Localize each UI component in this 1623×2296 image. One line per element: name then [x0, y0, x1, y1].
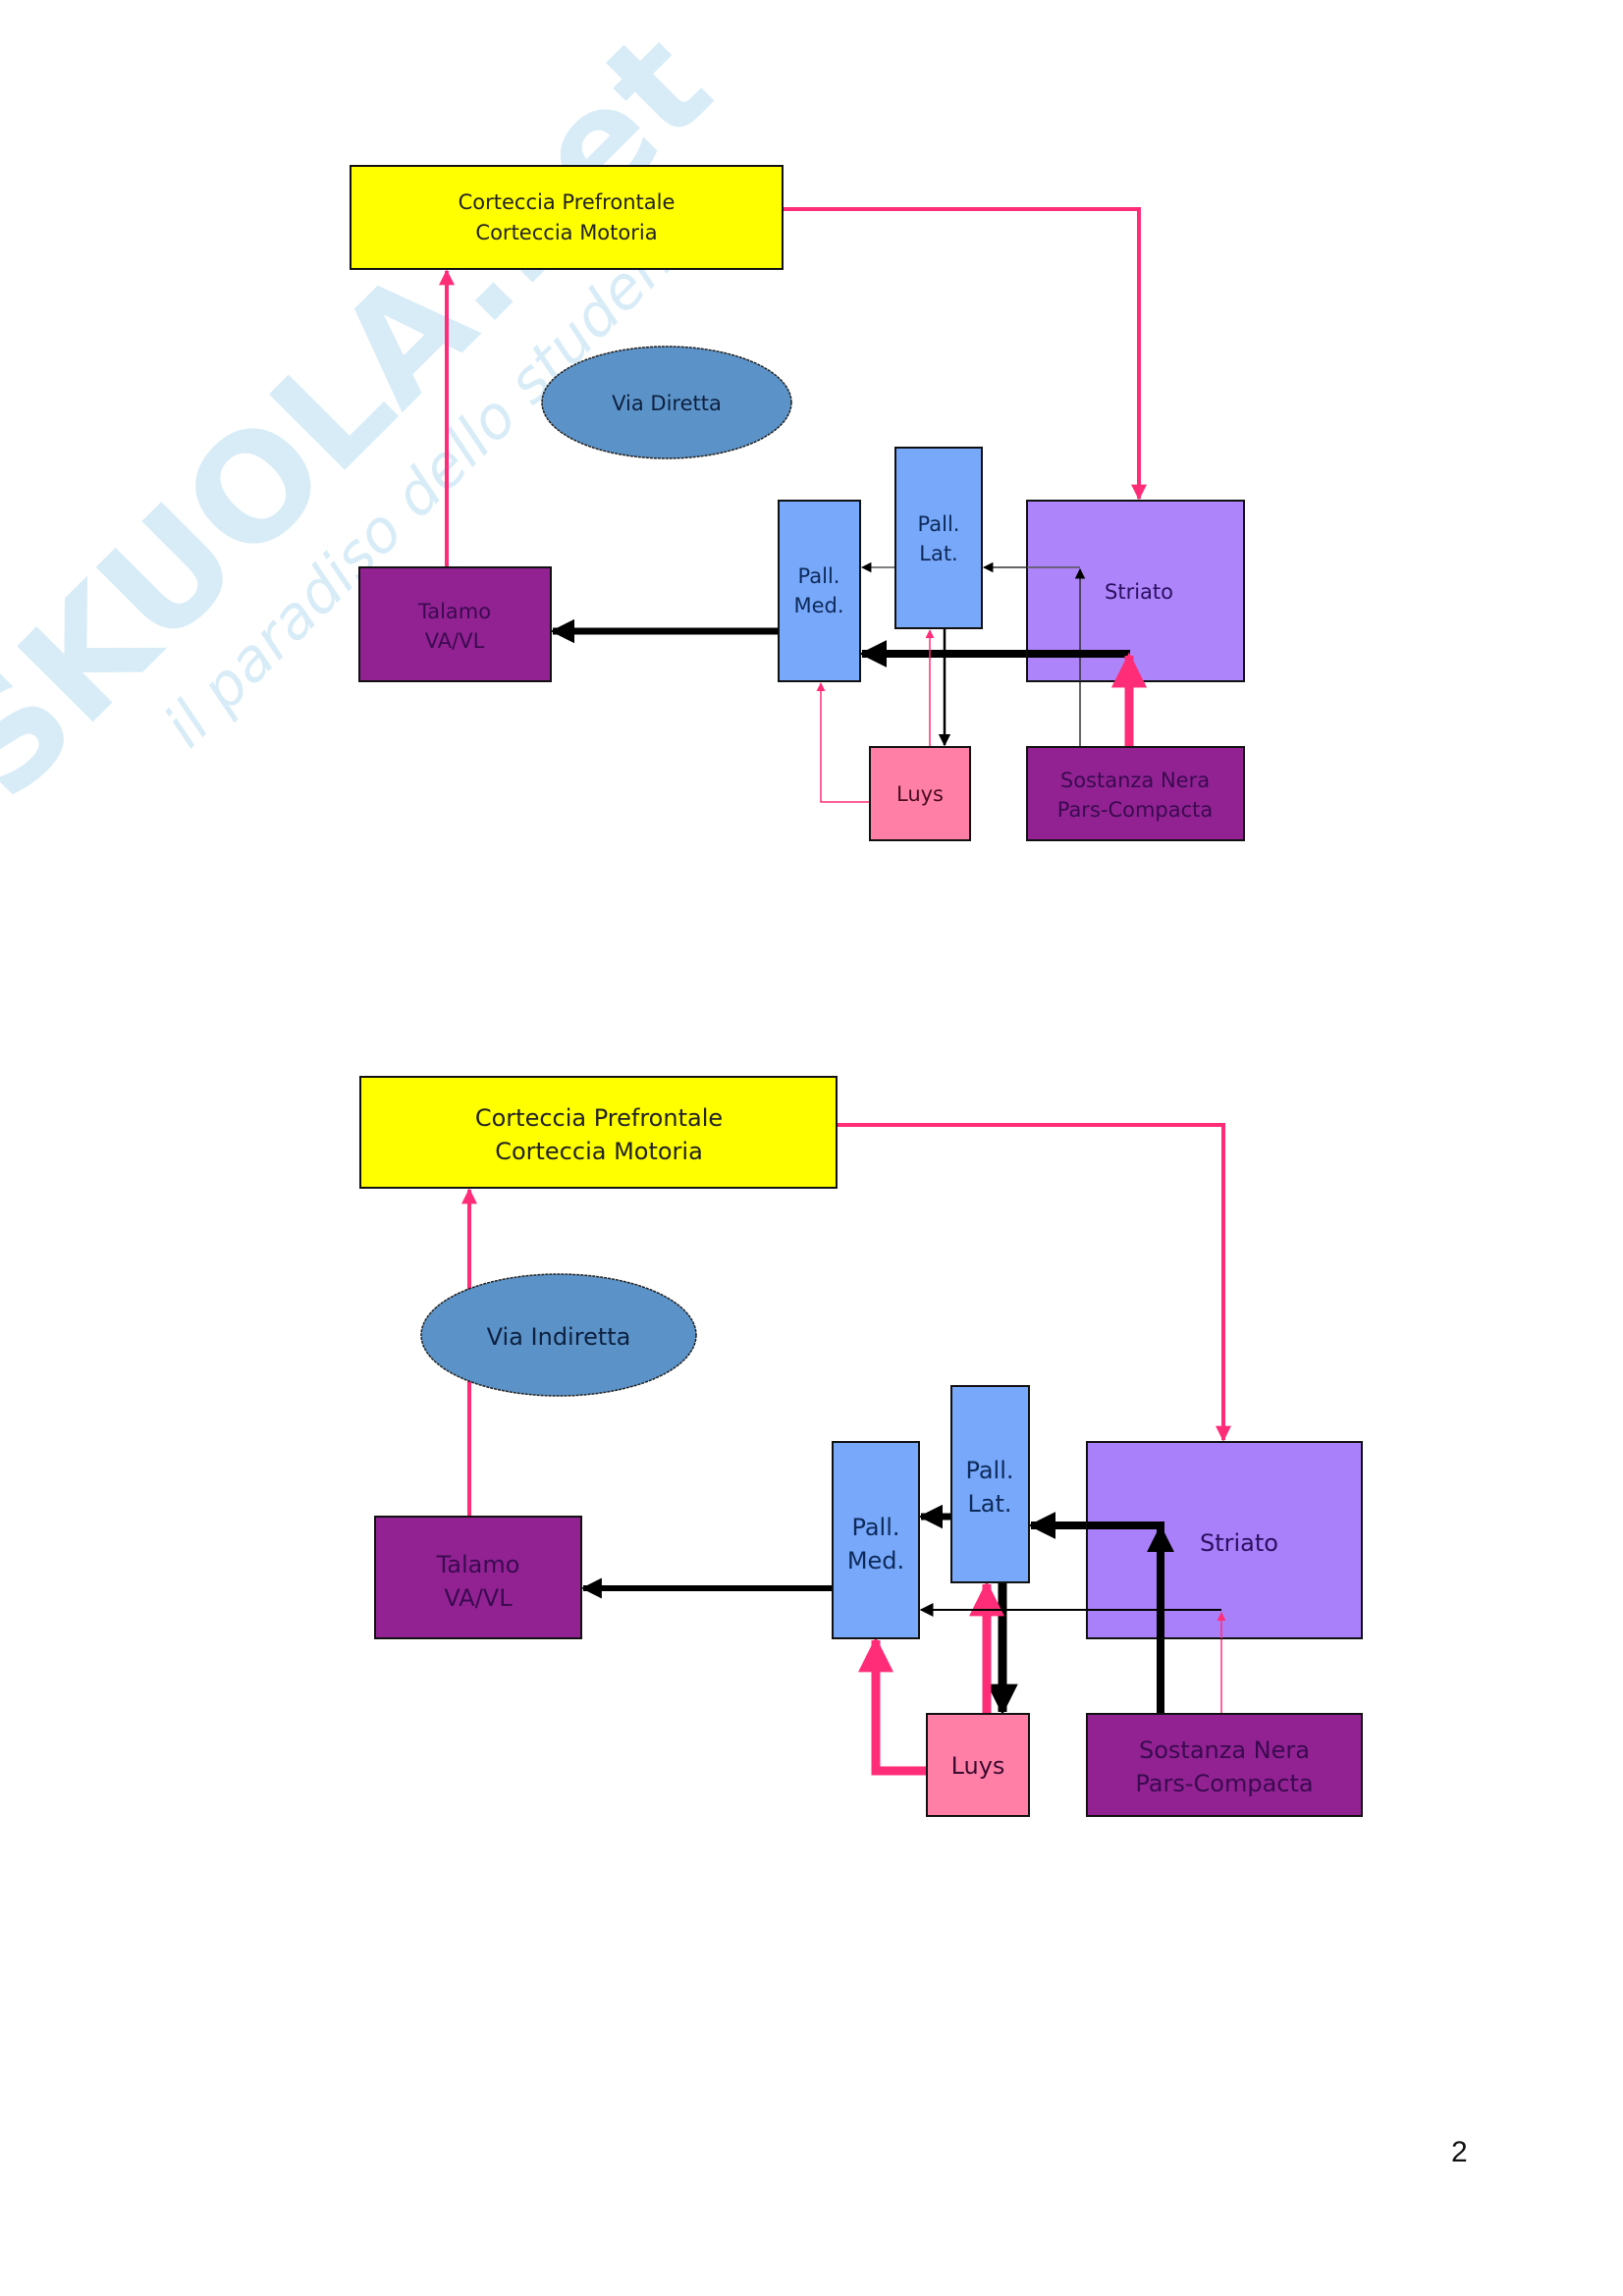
- connections-direct: [439, 207, 1147, 803]
- pathway-title-ellipse: Via Diretta: [541, 346, 792, 459]
- node-luys: Luys: [926, 1713, 1030, 1817]
- node-pallidum-medial: Pall. Med.: [832, 1441, 920, 1639]
- thalamus-label-line2: VA/VL: [425, 629, 485, 653]
- pallmed-label-line2: Med.: [847, 1547, 904, 1575]
- sn-label-line2: Pars-Compacta: [1135, 1770, 1313, 1797]
- node-thalamus: Talamo VA/VL: [358, 566, 552, 682]
- cortex-label-line2: Corteccia Motoria: [495, 1138, 703, 1165]
- sn-label-line1: Sostanza Nera: [1139, 1736, 1310, 1764]
- luys-label: Luys: [896, 782, 944, 806]
- striatum-label: Striato: [1105, 580, 1173, 604]
- cortex-label-line1: Corteccia Prefrontale: [459, 190, 676, 214]
- edge-cortex-to-striatum: [783, 207, 1147, 501]
- thalamus-label-line2: VA/VL: [444, 1584, 513, 1612]
- pallat-label-line1: Pall.: [965, 1457, 1013, 1484]
- pallmed-label-line1: Pall.: [851, 1514, 899, 1541]
- connections-direct-overlay: [1027, 566, 1147, 688]
- thalamus-label-line1: Talamo: [417, 600, 491, 623]
- pathway-title-ellipse: Via Indiretta: [420, 1273, 697, 1397]
- edge-luys-to-pallmed: [816, 682, 870, 803]
- node-pallidum-lateral: Pall. Lat.: [950, 1385, 1030, 1583]
- striatum-label: Striato: [1200, 1529, 1278, 1557]
- node-thalamus: Talamo VA/VL: [374, 1516, 582, 1639]
- pallmed-label-line1: Pall.: [798, 564, 840, 588]
- pathway-title: Via Diretta: [612, 392, 722, 415]
- cortex-label-line2: Corteccia Motoria: [475, 221, 657, 244]
- node-cortex: Corteccia Prefrontale Corteccia Motoria: [359, 1076, 838, 1189]
- pallmed-label-line2: Med.: [793, 594, 843, 617]
- cortex-label-line1: Corteccia Prefrontale: [475, 1104, 723, 1132]
- pallat-label-line1: Pall.: [918, 512, 960, 536]
- node-substantia-nigra: Sostanza Nera Pars-Compacta: [1026, 746, 1245, 841]
- pallat-label-line2: Lat.: [919, 542, 957, 565]
- node-pallidum-medial: Pall. Med.: [778, 500, 861, 682]
- connections-indirect-overlay: [1087, 1522, 1226, 1638]
- node-substantia-nigra: Sostanza Nera Pars-Compacta: [1086, 1713, 1363, 1817]
- thalamus-label-line1: Talamo: [436, 1551, 520, 1578]
- edge-luys-to-pallmed: [858, 1636, 927, 1776]
- diagram-direct: Corteccia Prefrontale Corteccia Motoria …: [350, 165, 1245, 841]
- page-number: 2: [1451, 2136, 1468, 2168]
- node-cortex: Corteccia Prefrontale Corteccia Motoria: [350, 165, 784, 270]
- luys-label: Luys: [951, 1752, 1005, 1780]
- sn-label-line2: Pars-Compacta: [1057, 798, 1214, 822]
- diagram-indirect: Corteccia Prefrontale Corteccia Motoria …: [359, 1076, 1363, 1817]
- sn-label-line1: Sostanza Nera: [1060, 769, 1210, 792]
- node-pallidum-lateral: Pall. Lat.: [894, 447, 983, 629]
- pallat-label-line2: Lat.: [967, 1490, 1011, 1518]
- node-luys: Luys: [869, 746, 971, 841]
- edge-cortex-to-striatum: [837, 1123, 1231, 1442]
- node-striatum: Striato: [1086, 1441, 1363, 1639]
- pathway-title: Via Indiretta: [487, 1323, 631, 1351]
